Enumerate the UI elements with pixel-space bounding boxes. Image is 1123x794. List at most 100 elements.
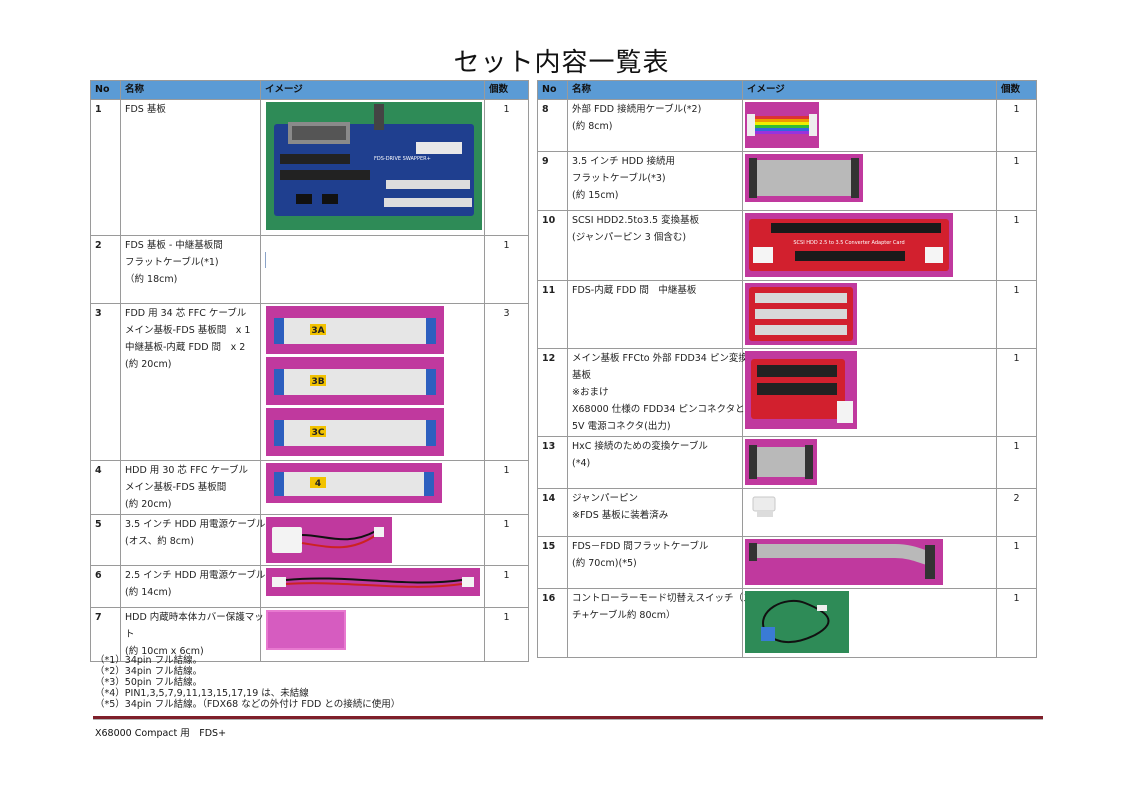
row-qty: 1: [484, 607, 529, 662]
rainbow-cable-photo: [742, 99, 997, 152]
footnote: （*4）PIN1,3,5,7,9,11,13,15,17,19 は、未結線: [95, 688, 309, 699]
row-qty: 1: [996, 151, 1037, 211]
row-qty: 1: [996, 210, 1037, 281]
main-board-photo: FDS-DRIVE SWAPPER+: [260, 99, 485, 236]
row-name: SCSI HDD2.5to3.5 変換基板 (ジャンパーピン 3 個含む): [567, 210, 743, 281]
row-qty: 1: [484, 99, 529, 236]
row-no: 4: [90, 460, 121, 515]
footnote: （*3）50pin フル結線。: [95, 677, 203, 688]
hxc-cable-photo: [742, 436, 997, 489]
board-silk-label: FDS-DRIVE SWAPPER+: [374, 156, 431, 162]
row-qty: 1: [996, 588, 1037, 658]
row-no: 1: [90, 99, 121, 236]
protection-mat-photo: [260, 607, 485, 662]
row-no: 10: [537, 210, 568, 281]
header-name: 名称: [567, 80, 743, 100]
row-name: 外部 FDD 接続用ケーブル(*2) (約 8cm): [567, 99, 743, 152]
cable-tag-3b: 3B: [311, 377, 324, 387]
table-row: 11 FDS-内蔵 FDD 間 中継基板 1: [537, 280, 1037, 349]
table-row: 5 3.5 インチ HDD 用電源ケーブル (オス、約 8cm) 1: [90, 514, 529, 566]
mode-switch-photo: [742, 588, 997, 658]
contents-table-left: No 名称 イメージ 個数 1 FDS 基板: [90, 80, 529, 662]
header-image: イメージ: [742, 80, 997, 100]
row-qty: 1: [484, 460, 529, 515]
row-name: FDS－FDD 間フラットケーブル (約 70cm)(*5): [567, 536, 743, 589]
row-qty: 1: [996, 436, 1037, 489]
row-name: FDS 基板: [120, 99, 261, 236]
table-header-row: No 名称 イメージ 個数: [90, 80, 529, 100]
ffc-cable-photo: 4: [260, 460, 485, 515]
row-name: FDS-内蔵 FDD 間 中継基板: [567, 280, 743, 349]
contents-table-right: No 名称 イメージ 個数 8 外部 FDD 接続用ケーブル(*2) (約 8c…: [537, 80, 1037, 658]
row-name: HDD 内蔵時本体カバー保護マッ ト (約 10cm x 6cm): [120, 607, 264, 662]
row-no: 15: [537, 536, 568, 589]
jumper-pin-photo: [742, 488, 997, 537]
table-row: 7 HDD 内蔵時本体カバー保護マッ ト (約 10cm x 6cm) 1: [90, 607, 529, 662]
flat-cable-photo: [742, 151, 997, 211]
power-cable-25-photo: [260, 565, 485, 608]
row-qty: 1: [484, 565, 529, 608]
cable-tag-3c: 3C: [312, 428, 325, 438]
row-name: HDD 用 30 芯 FFC ケーブル メイン基板-FDS 基板間 (約 20c…: [120, 460, 261, 515]
footnotes: （*1）34pin フル結線。 （*2）34pin フル結線。 （*3）50pi…: [95, 655, 400, 710]
row-no: 11: [537, 280, 568, 349]
row-no: 5: [90, 514, 121, 566]
header-name: 名称: [120, 80, 261, 100]
footnote: （*1）34pin フル結線。: [95, 655, 203, 666]
row-name: FDD 用 34 芯 FFC ケーブル メイン基板-FDS 基板間 x 1 中継…: [120, 303, 261, 461]
row-no: 2: [90, 235, 121, 304]
footer-text: X68000 Compact 用 FDS+: [95, 728, 227, 739]
row-no: 7: [90, 607, 121, 662]
row-name: 3.5 インチ HDD 接続用 フラットケーブル(*3) (約 15cm): [567, 151, 743, 211]
row-no: 6: [90, 565, 121, 608]
row-name: コントローラーモード切替えスイッチ（スイッ チ+ケーブル約 80cm）: [567, 588, 772, 658]
placeholder-mark: [265, 252, 266, 268]
cable-tag-3a: 3A: [311, 326, 324, 336]
table-row: 10 SCSI HDD2.5to3.5 変換基板 (ジャンパーピン 3 個含む)…: [537, 210, 1037, 281]
row-no: 8: [537, 99, 568, 152]
row-qty: 1: [996, 536, 1037, 589]
header-no: No: [90, 80, 121, 100]
row-name: 2.5 インチ HDD 用電源ケーブル (約 14cm): [120, 565, 265, 608]
header-no: No: [537, 80, 568, 100]
header-image: イメージ: [260, 80, 485, 100]
long-flat-cable-photo: [742, 536, 997, 589]
header-qty: 個数: [996, 80, 1037, 100]
row-qty: 1: [996, 280, 1037, 349]
row-qty: 3: [484, 303, 529, 461]
row-no: 3: [90, 303, 121, 461]
row-name: 3.5 インチ HDD 用電源ケーブル (オス、約 8cm): [120, 514, 265, 566]
table-row: 6 2.5 インチ HDD 用電源ケーブル (約 14cm) 1: [90, 565, 529, 608]
table-row: 14 ジャンパーピン ※FDS 基板に装着済み 2: [537, 488, 1037, 537]
header-qty: 個数: [484, 80, 529, 100]
row-name: ジャンパーピン ※FDS 基板に装着済み: [567, 488, 743, 537]
table-header-row: No 名称 イメージ 個数: [537, 80, 1037, 100]
relay-board-photo: [742, 280, 997, 349]
footer-rule: [93, 716, 1043, 719]
table-row: 12 メイン基板 FFCto 外部 FDD34 ピン変換 基板 ※おまけ X68…: [537, 348, 1037, 437]
row-qty: 1: [484, 514, 529, 566]
row-qty: 1: [996, 99, 1037, 152]
row-no: 14: [537, 488, 568, 537]
power-cable-35-photo: [260, 514, 485, 566]
row-no: 16: [537, 588, 568, 658]
row-name: メイン基板 FFCto 外部 FDD34 ピン変換 基板 ※おまけ X68000…: [567, 348, 748, 437]
table-row: 15 FDS－FDD 間フラットケーブル (約 70cm)(*5) 1: [537, 536, 1037, 589]
table-row: 2 FDS 基板 - 中継基板間 フラットケーブル(*1) （約 18cm) 1: [90, 235, 529, 304]
table-row: 4 HDD 用 30 芯 FFC ケーブル メイン基板-FDS 基板間 (約 2…: [90, 460, 529, 515]
table-row: 8 外部 FDD 接続用ケーブル(*2) (約 8cm) 1: [537, 99, 1037, 152]
row-name: FDS 基板 - 中継基板間 フラットケーブル(*1) （約 18cm): [120, 235, 261, 304]
row-qty: 2: [996, 488, 1037, 537]
image-cell-empty: [260, 235, 485, 304]
footnote: （*2）34pin フル結線。: [95, 666, 203, 677]
convert-board-photo: [742, 348, 997, 437]
table-row: 16 コントローラーモード切替えスイッチ（スイッ チ+ケーブル約 80cm） 1: [537, 588, 1037, 658]
scsi-silk-label: SCSI HDD 2.5 to 3.5 Converter Adapter Ca…: [793, 240, 904, 246]
row-no: 9: [537, 151, 568, 211]
table-row: 1 FDS 基板 FDS-DRIVE SWAPPER+: [90, 99, 529, 236]
cable-tag-4: 4: [315, 479, 321, 489]
table-row: 3 FDD 用 34 芯 FFC ケーブル メイン基板-FDS 基板間 x 1 …: [90, 303, 529, 461]
footer-rule-thin: [93, 719, 1043, 720]
page-title: セット内容一覧表: [453, 48, 670, 78]
row-qty: 1: [484, 235, 529, 304]
